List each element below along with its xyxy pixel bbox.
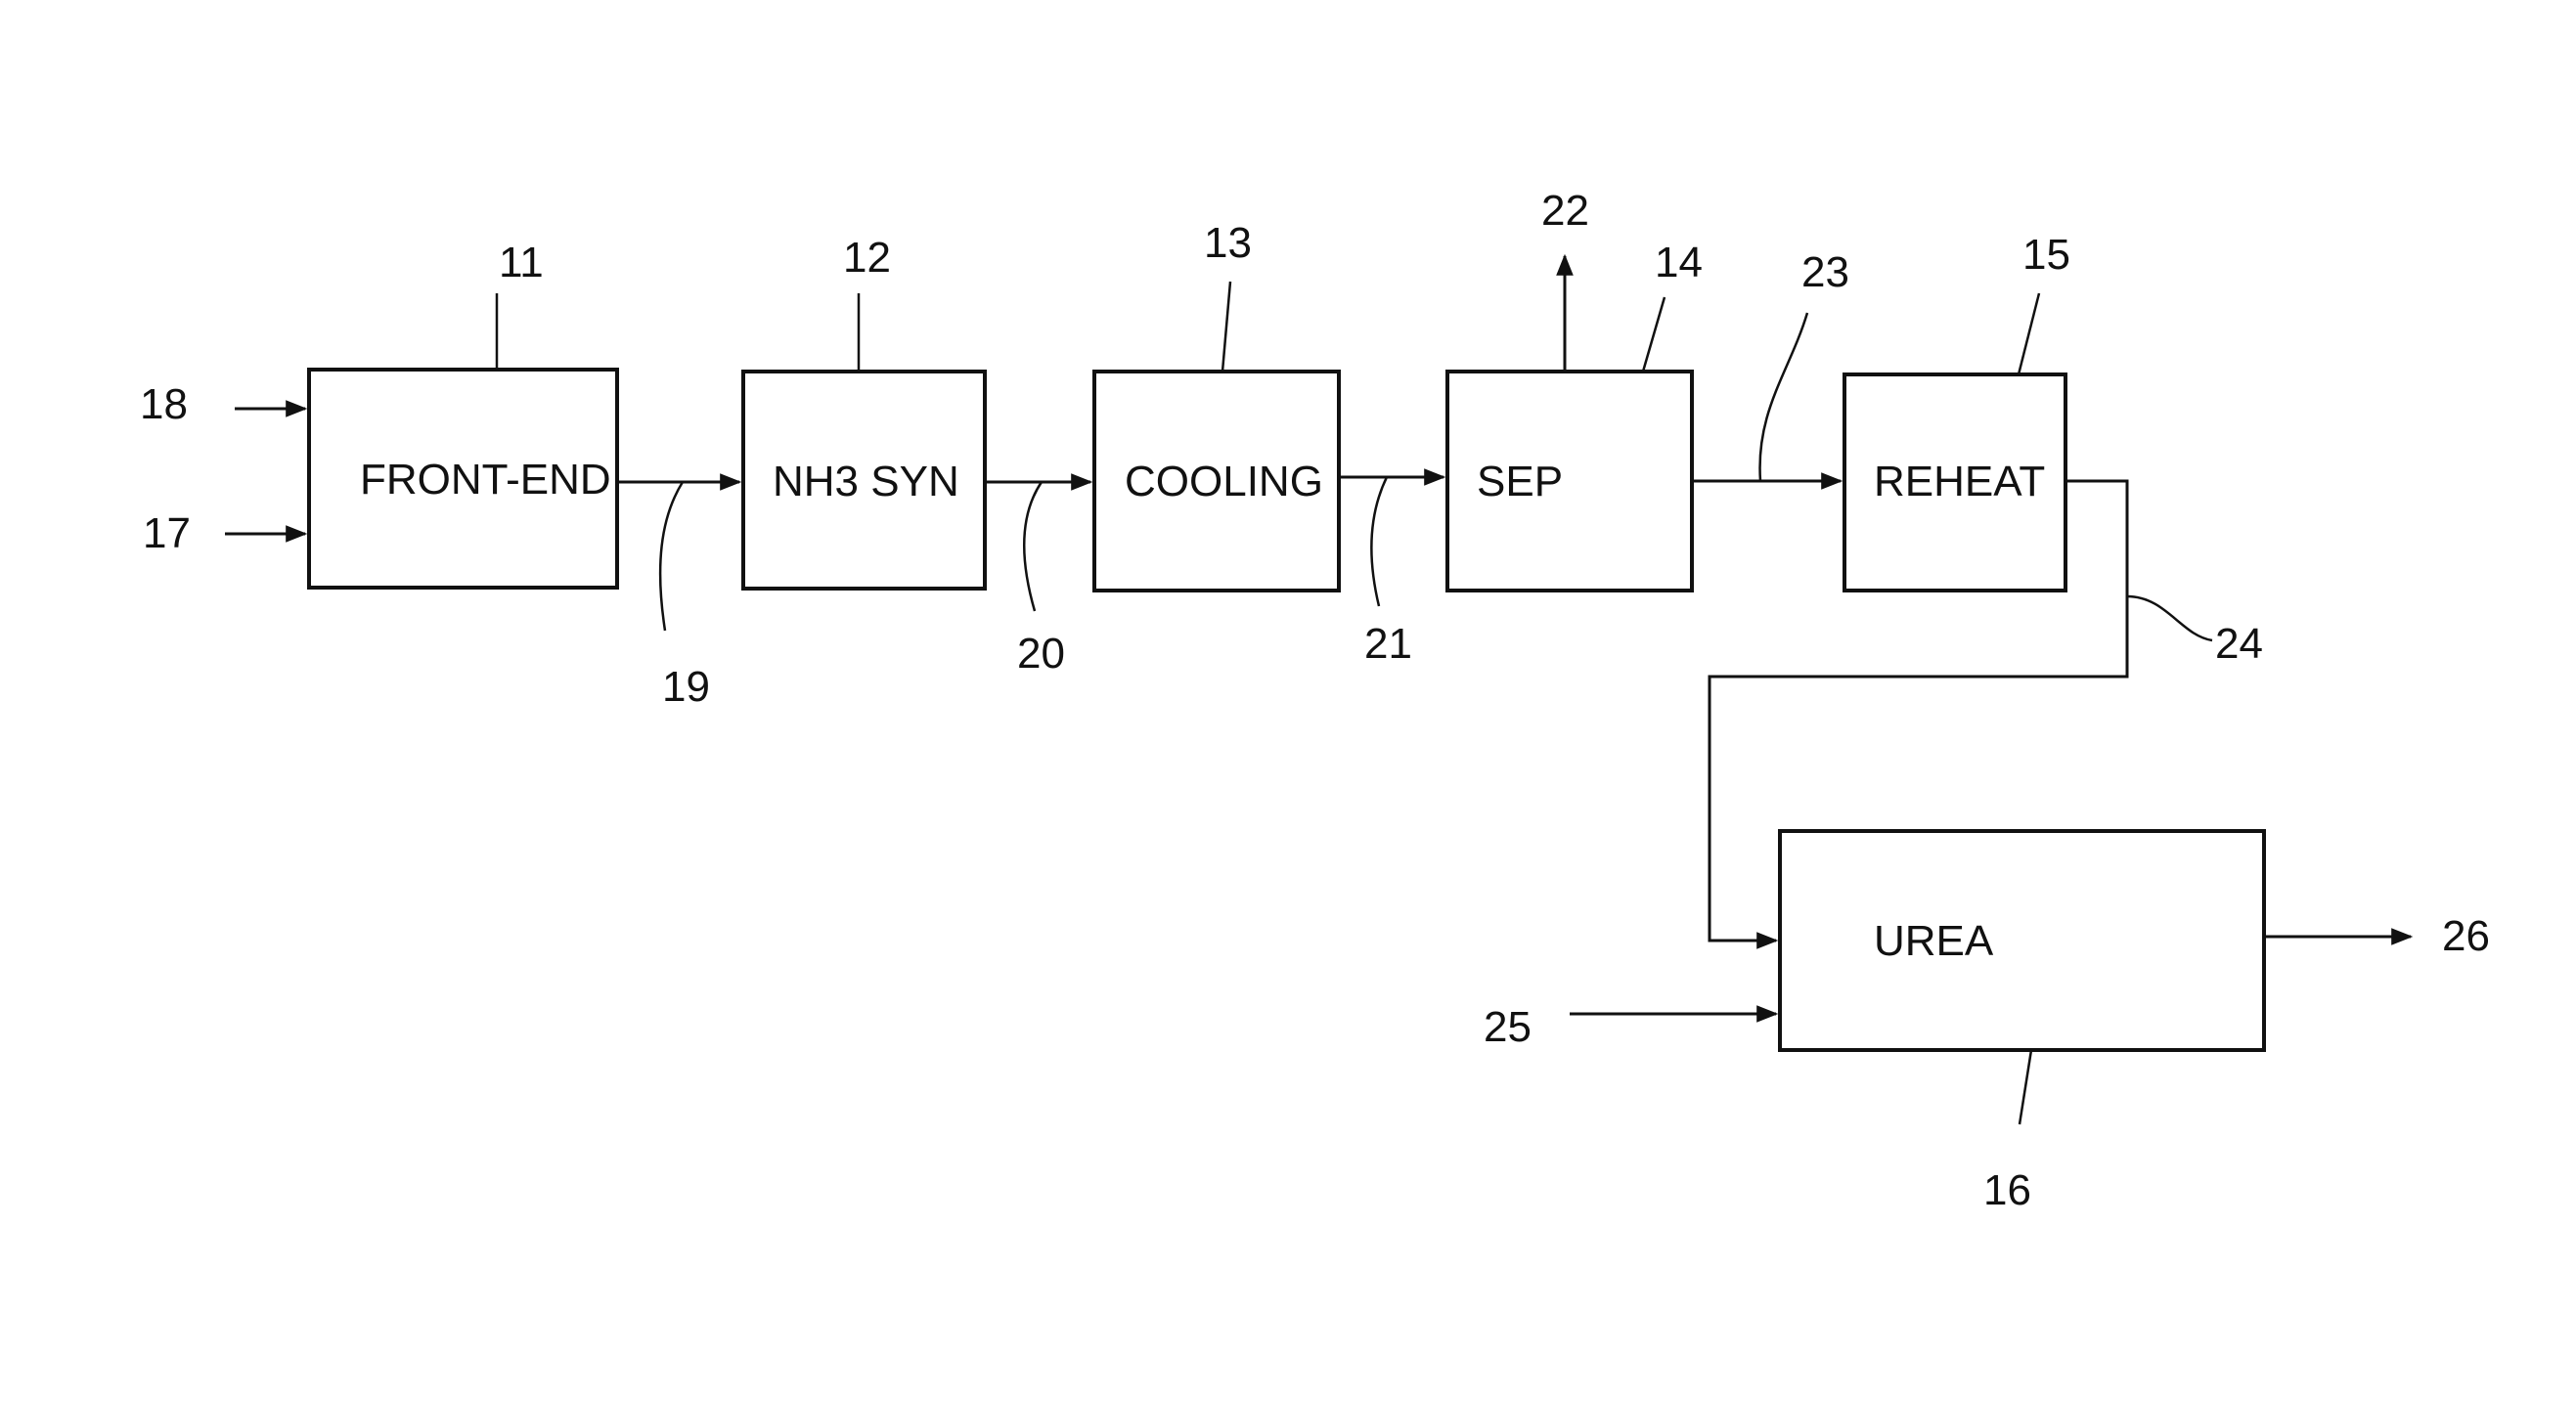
ref-11: 11 (499, 239, 544, 286)
urea-label: UREA (1874, 917, 1994, 965)
leader-23 (1760, 313, 1807, 481)
leader-20 (1024, 482, 1042, 611)
ref-14: 14 (1655, 239, 1703, 286)
ref-24: 24 (2215, 620, 2263, 668)
ref-19: 19 (662, 663, 710, 711)
ref-17: 17 (143, 509, 191, 557)
block-sep: SEP (1447, 372, 1692, 591)
block-urea: UREA (1780, 831, 2264, 1050)
ref-25: 25 (1484, 1003, 1532, 1051)
block-cooling: COOLING (1094, 372, 1339, 591)
leader-19 (660, 482, 683, 631)
ref-26: 26 (2442, 912, 2490, 960)
reheat-label: REHEAT (1874, 458, 2045, 505)
cooling-label: COOLING (1125, 458, 1323, 505)
leader-15 (2019, 293, 2039, 374)
leader-24 (2127, 596, 2212, 640)
block-reheat: REHEAT (1844, 374, 2065, 591)
sep-label: SEP (1477, 458, 1563, 505)
ref-18: 18 (140, 380, 188, 428)
ref-13: 13 (1204, 219, 1252, 267)
block-nh3-syn: NH3 SYN (743, 372, 985, 589)
leader-14 (1643, 297, 1665, 372)
ref-16: 16 (1983, 1166, 2031, 1214)
leader-16 (2020, 1050, 2031, 1124)
leader-13 (1222, 282, 1230, 372)
ref-23: 23 (1801, 248, 1849, 296)
ref-21: 21 (1364, 620, 1412, 668)
block-front-end: FRONT-END (309, 370, 617, 588)
ref-22: 22 (1541, 187, 1589, 235)
front-end-label: FRONT-END (360, 456, 611, 504)
leader-21 (1371, 477, 1387, 606)
nh3-syn-label: NH3 SYN (773, 458, 959, 505)
ref-20: 20 (1017, 630, 1065, 678)
urea-box (1780, 831, 2264, 1050)
ref-12: 12 (843, 234, 891, 282)
ref-15: 15 (2022, 231, 2070, 279)
